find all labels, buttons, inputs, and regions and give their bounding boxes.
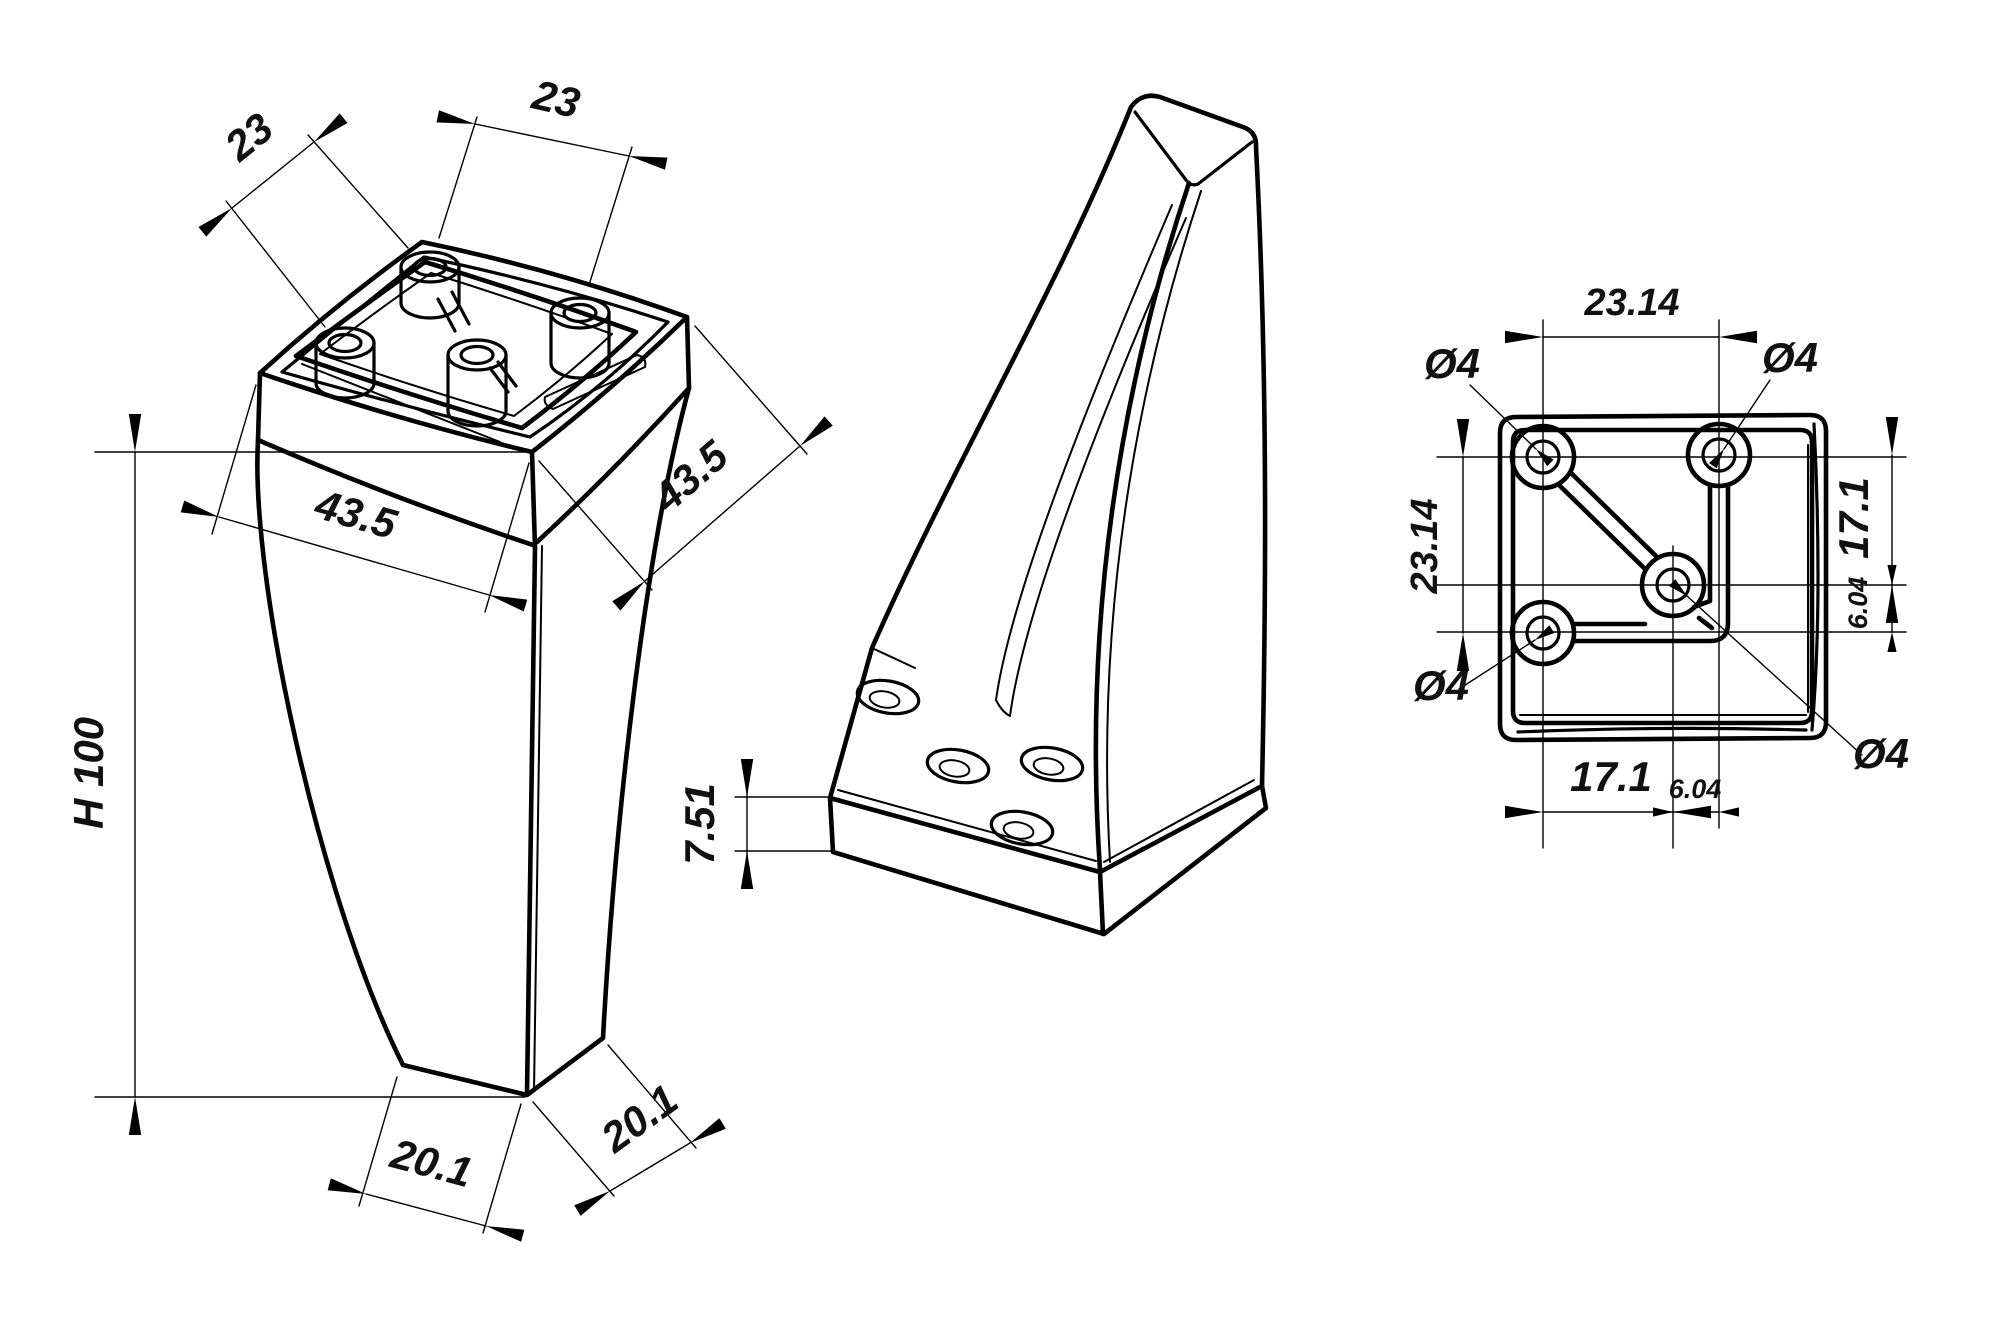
boss-back xyxy=(399,250,461,320)
dim-label: 17.1 xyxy=(1830,477,1877,559)
dim-label: 6.04 xyxy=(1669,774,1722,804)
dim-7-51: 7.51 xyxy=(676,759,832,889)
dim-20-1-left: 20.1 xyxy=(327,1076,525,1242)
dim-23-right: 23 xyxy=(436,70,668,286)
pocket-shelf-line xyxy=(301,363,501,443)
body-front-edge-accent xyxy=(533,545,543,1092)
dia-label-tl: Ø4 xyxy=(1424,340,1480,387)
countersunk-holes xyxy=(855,678,1085,847)
plan-rib-bars xyxy=(1556,470,1731,644)
dia-label-center: Ø4 xyxy=(1853,730,1909,777)
dim-label: 20.1 xyxy=(385,1129,477,1196)
foot-edges xyxy=(400,1035,606,1098)
plate-chamfer-accents xyxy=(837,779,1255,863)
boss-right xyxy=(549,296,611,380)
dim-h100: H 100 xyxy=(65,414,529,1135)
body-front-corner-accent xyxy=(1106,190,1202,863)
hole-dia-callouts: Ø4 Ø4 Ø4 Ø4 xyxy=(1413,334,1909,777)
dim-label: 6.04 xyxy=(1843,577,1873,630)
dim-17-1-right: 17.1 xyxy=(1830,417,1899,623)
plate-top-edges xyxy=(827,783,1265,937)
iso-top-view: 23 23 43.5 43.5 H 100 20. xyxy=(65,70,833,1242)
plate-inner-accent xyxy=(1519,444,1809,716)
plate-plan-view: 23.14 23.14 17.1 6.04 17.1 6.04 Ø4 xyxy=(1404,282,1909,849)
groove-lines xyxy=(871,204,1187,717)
rib-lines xyxy=(436,290,518,394)
plate-inner-outline xyxy=(1510,427,1815,726)
dim-6-04-right: 6.04 xyxy=(1843,565,1897,652)
dim-label: 23 xyxy=(527,70,584,127)
plate-side-edges xyxy=(255,314,692,551)
plate-outline-accent xyxy=(1516,422,1820,734)
plate-outline xyxy=(1497,412,1829,743)
dim-17-1-bottom: 17.1 xyxy=(1505,753,1711,819)
dim-label: 17.1 xyxy=(1570,753,1652,800)
dim-23-14-top: 23.14 xyxy=(1505,282,1757,344)
dim-label: 23.14 xyxy=(1583,282,1679,324)
apex-edges xyxy=(1133,110,1254,187)
body-front-edge xyxy=(524,545,538,1096)
plan-bosses xyxy=(1509,421,1753,667)
center-lines xyxy=(1436,319,1907,849)
dim-6-04-bottom: 6.04 xyxy=(1653,774,1739,817)
dim-label: 20.1 xyxy=(592,1075,687,1162)
boss-front xyxy=(446,338,508,428)
silhouette xyxy=(827,93,1269,937)
dia-label-bl: Ø4 xyxy=(1413,662,1469,709)
dia-label-tr: Ø4 xyxy=(1762,334,1818,381)
body-front-corner-edge xyxy=(1093,180,1192,873)
dim-label: 7.51 xyxy=(676,783,723,865)
boss-left xyxy=(314,326,376,400)
dim-label: 43.5 xyxy=(309,480,402,548)
dim-label: 23 xyxy=(215,104,282,171)
iso-bottom-view: 7.51 xyxy=(676,93,1269,937)
dim-label: 43.5 xyxy=(643,431,737,521)
dim-20-1-right: 20.1 xyxy=(532,1044,726,1216)
dim-23-14-left: 23.14 xyxy=(1404,419,1470,671)
dim-label: 23.14 xyxy=(1404,498,1446,594)
dim-label: H 100 xyxy=(65,717,112,829)
